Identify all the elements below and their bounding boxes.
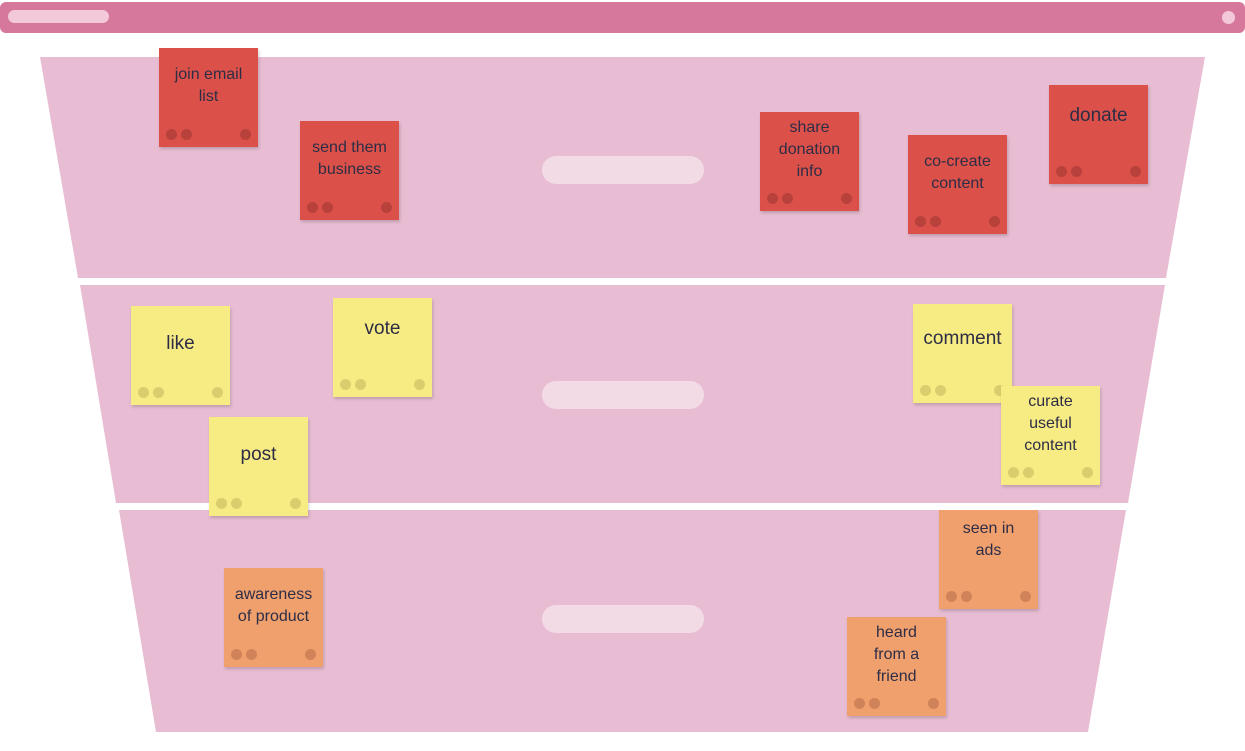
sticky-note-heard-from-a-friend[interactable]: heard from a friend	[847, 617, 946, 716]
note-dot-icon	[961, 591, 972, 602]
note-dot-icon	[246, 649, 257, 660]
note-dot-icon	[414, 379, 425, 390]
stage-label-middle[interactable]	[542, 381, 704, 409]
note-dot-icon	[381, 202, 392, 213]
note-dot-icon	[1020, 591, 1031, 602]
note-dot-icon	[307, 202, 318, 213]
sticky-note-seen-in-ads[interactable]: seen in ads	[939, 510, 1038, 609]
stage-label-bottom[interactable]	[542, 605, 704, 633]
note-dot-icon	[989, 216, 1000, 227]
sticky-note-text: send them business	[312, 138, 387, 178]
sticky-note-vote[interactable]: vote	[333, 298, 432, 397]
window-control-dot-icon[interactable]	[1222, 11, 1235, 24]
sticky-note-text: heard from a friend	[873, 623, 920, 685]
sticky-note-like[interactable]: like	[131, 306, 230, 405]
note-dot-icon	[946, 591, 957, 602]
note-dot-icon	[869, 698, 880, 709]
note-dot-icon	[181, 129, 192, 140]
title-placeholder-pill	[8, 10, 109, 23]
stage-label-top[interactable]	[542, 156, 704, 184]
note-dot-icon	[935, 385, 946, 396]
sticky-note-text: awareness of product	[234, 585, 313, 625]
note-dot-icon	[240, 129, 251, 140]
sticky-note-text: seen in ads	[962, 519, 1015, 559]
sticky-note-text: like	[166, 332, 195, 354]
sticky-note-donate[interactable]: donate	[1049, 85, 1148, 184]
note-dot-icon	[782, 193, 793, 204]
note-dot-icon	[322, 202, 333, 213]
note-dot-icon	[355, 379, 366, 390]
sticky-note-text: comment	[923, 327, 1002, 349]
note-dot-icon	[854, 698, 865, 709]
note-dot-icon	[231, 498, 242, 509]
sticky-note-text: join email list	[174, 65, 243, 105]
note-dot-icon	[930, 216, 941, 227]
sticky-note-text: share donation info	[778, 118, 841, 180]
note-dot-icon	[928, 698, 939, 709]
sticky-note-post[interactable]: post	[209, 417, 308, 516]
note-dot-icon	[290, 498, 301, 509]
note-dot-icon	[994, 385, 1005, 396]
sticky-note-send-them-business[interactable]: send them business	[300, 121, 399, 220]
note-dot-icon	[1071, 166, 1082, 177]
note-dot-icon	[1023, 467, 1034, 478]
sticky-note-share-donation-info[interactable]: share donation info	[760, 112, 859, 211]
sticky-note-text: post	[240, 443, 277, 465]
note-dot-icon	[340, 379, 351, 390]
note-dot-icon	[1082, 467, 1093, 478]
note-dot-icon	[767, 193, 778, 204]
sticky-note-curate-useful-content[interactable]: curate useful content	[1001, 386, 1100, 485]
sticky-note-comment[interactable]: comment	[913, 304, 1012, 403]
note-dot-icon	[216, 498, 227, 509]
sticky-note-join-email-list[interactable]: join email list	[159, 48, 258, 147]
note-dot-icon	[1008, 467, 1019, 478]
sticky-note-text: donate	[1069, 104, 1128, 126]
sticky-note-text: vote	[364, 318, 401, 339]
note-dot-icon	[1130, 166, 1141, 177]
note-dot-icon	[841, 193, 852, 204]
note-dot-icon	[1056, 166, 1067, 177]
note-dot-icon	[305, 649, 316, 660]
note-dot-icon	[153, 387, 164, 398]
note-dot-icon	[212, 387, 223, 398]
sticky-note-co-create-content[interactable]: co-create content	[908, 135, 1007, 234]
sticky-note-awareness-of-product[interactable]: awareness of product	[224, 568, 323, 667]
note-dot-icon	[231, 649, 242, 660]
note-dot-icon	[920, 385, 931, 396]
window-title-bar	[0, 2, 1245, 33]
note-dot-icon	[138, 387, 149, 398]
note-dot-icon	[915, 216, 926, 227]
note-dot-icon	[166, 129, 177, 140]
sticky-note-text: co-create content	[924, 152, 991, 192]
sticky-note-text: curate useful content	[1024, 392, 1077, 454]
